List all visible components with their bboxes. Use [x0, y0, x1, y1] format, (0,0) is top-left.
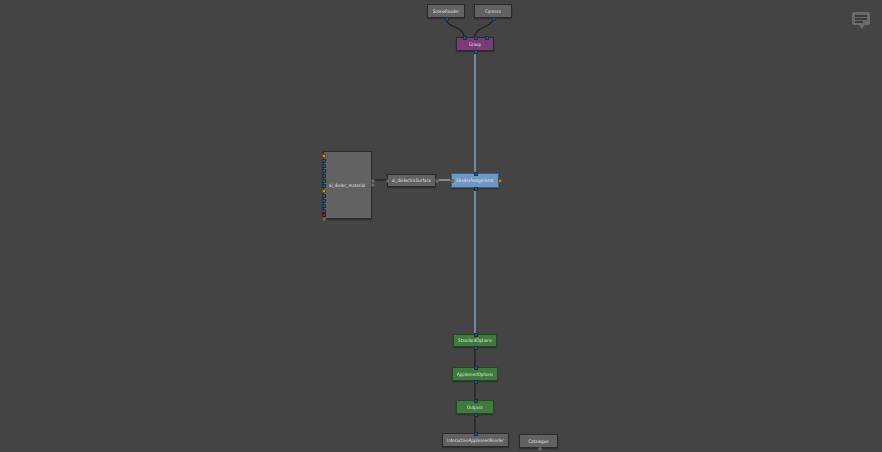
node-shader-assignment[interactable]: ShaderAssignment: [450, 172, 502, 191]
output-port[interactable]: [445, 17, 449, 21]
input-port[interactable]: [386, 179, 390, 183]
input-port[interactable]: [322, 194, 326, 198]
output-port[interactable]: [474, 50, 478, 54]
input-port[interactable]: [474, 399, 478, 403]
node-label: Outputs: [467, 404, 483, 410]
input-port[interactable]: [322, 184, 326, 188]
output-port[interactable]: [474, 380, 478, 384]
node-label: ai_dielec_material: [329, 182, 366, 188]
input-port[interactable]: [474, 366, 478, 370]
output-port[interactable]: [371, 179, 375, 183]
input-port[interactable]: [322, 199, 326, 203]
add-port[interactable]: [322, 217, 326, 221]
input-port[interactable]: [322, 209, 326, 213]
input-port[interactable]: [485, 36, 489, 40]
input-port[interactable]: [322, 164, 326, 168]
chat-bubble-icon[interactable]: [852, 12, 870, 29]
node-label: ShaderAssignment: [456, 178, 494, 183]
input-port[interactable]: [322, 189, 326, 193]
node-label: InteractiveAppleseedRender: [447, 437, 504, 443]
output-port[interactable]: [492, 17, 496, 21]
input-port[interactable]: [322, 204, 326, 208]
input-port[interactable]: [474, 333, 478, 337]
output-port[interactable]: [474, 413, 478, 417]
node-catalogue[interactable]: Catalogue: [519, 434, 558, 451]
output-port[interactable]: [538, 447, 542, 451]
input-port[interactable]: [322, 174, 326, 178]
node-interactive-render[interactable]: InteractiveAppleseedRender: [442, 432, 509, 447]
input-port[interactable]: [474, 36, 478, 40]
node-outputs[interactable]: Outputs: [456, 399, 494, 417]
add-port[interactable]: [371, 183, 375, 187]
filter-input-port[interactable]: [498, 179, 502, 183]
node-label: Catalogue: [528, 438, 549, 444]
node-label: ai_dielectricSurface: [391, 178, 432, 183]
output-port[interactable]: [474, 187, 478, 191]
output-port[interactable]: [435, 179, 439, 183]
node-label: StandardOptions: [458, 338, 492, 343]
node-material[interactable]: ai_dielec_material: [322, 151, 375, 221]
input-port[interactable]: [322, 159, 326, 163]
node-label: Camera: [485, 8, 501, 14]
shader-input-port[interactable]: [450, 179, 454, 183]
node-dielectric-surface[interactable]: ai_dielectricSurface: [386, 174, 439, 187]
input-port[interactable]: [463, 36, 467, 40]
node-group[interactable]: Group: [456, 36, 494, 54]
node-label: AppleseedOptions: [456, 371, 494, 377]
output-port[interactable]: [474, 346, 478, 350]
input-port[interactable]: [322, 213, 326, 217]
node-label: SceneReader: [432, 8, 460, 14]
node-standard-options[interactable]: StandardOptions: [453, 333, 497, 350]
input-port[interactable]: [322, 154, 326, 158]
input-port[interactable]: [474, 172, 478, 176]
input-port[interactable]: [322, 169, 326, 173]
node-camera[interactable]: Camera: [474, 4, 512, 21]
input-port[interactable]: [474, 432, 478, 436]
node-scene-reader[interactable]: SceneReader: [427, 4, 465, 21]
input-port[interactable]: [322, 179, 326, 183]
node-appleseed-options[interactable]: AppleseedOptions: [452, 366, 498, 384]
node-label: Group: [468, 41, 482, 47]
